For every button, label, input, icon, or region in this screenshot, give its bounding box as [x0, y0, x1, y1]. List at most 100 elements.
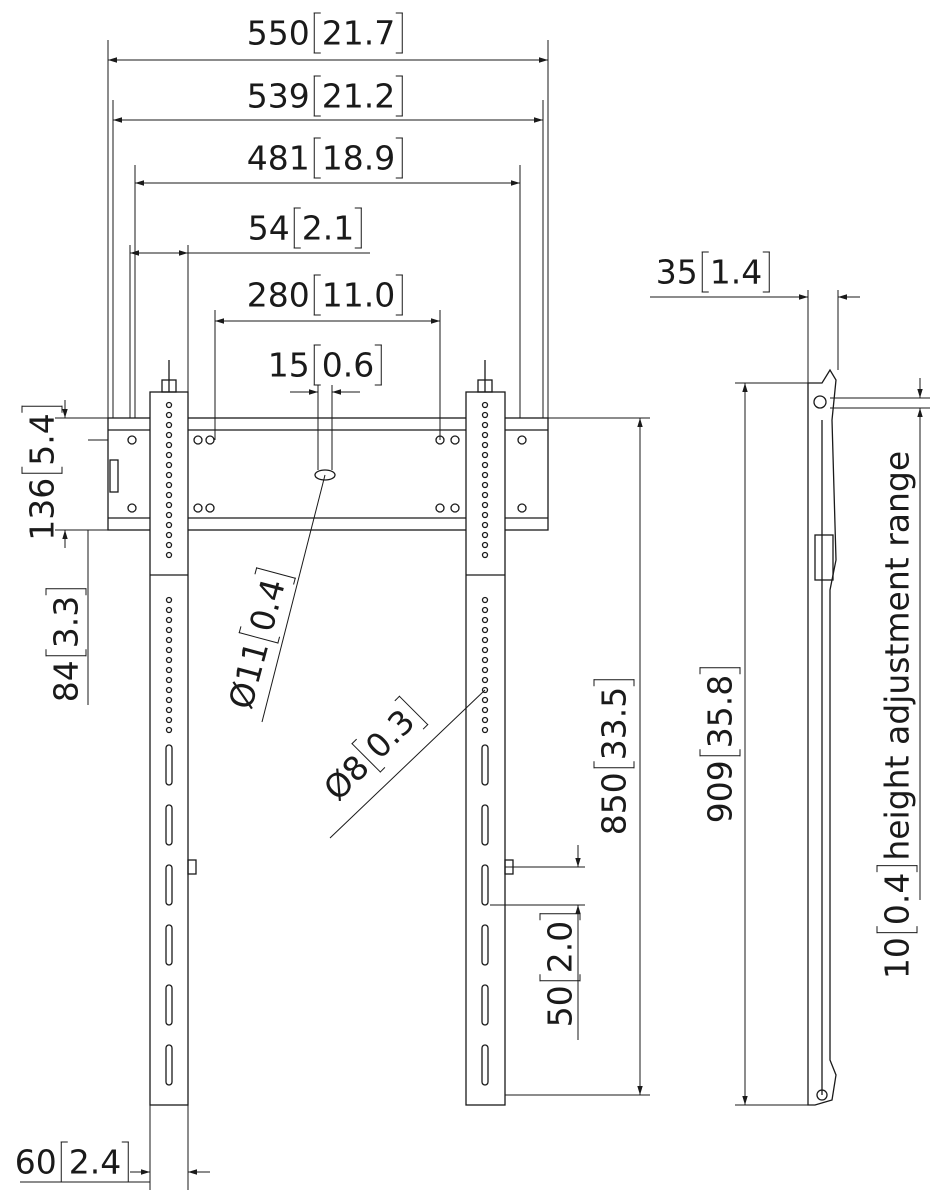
slot — [481, 984, 489, 1026]
dim-value-in: 21.7 — [313, 12, 404, 54]
dim-value-in: 2.4 — [60, 1141, 130, 1183]
dim-value-mm: 850 — [594, 772, 634, 836]
hole — [165, 511, 173, 519]
dim-value-mm: 60 — [14, 1142, 57, 1182]
hole — [165, 491, 173, 499]
hole — [165, 401, 173, 409]
hole — [450, 435, 460, 445]
slot — [481, 744, 489, 786]
hole — [481, 626, 489, 634]
hole — [481, 706, 489, 714]
hole — [165, 421, 173, 429]
hole — [481, 716, 489, 724]
dim-value-mm: 35 — [655, 252, 698, 292]
hole — [517, 435, 527, 445]
hole — [165, 616, 173, 624]
hole — [481, 441, 489, 449]
hole — [127, 503, 137, 513]
dim-84: 843.3 — [46, 588, 86, 703]
dim-value-mm: 136 — [22, 477, 62, 541]
hole — [165, 666, 173, 674]
hole — [481, 646, 489, 654]
hole — [481, 471, 489, 479]
hole — [481, 431, 489, 439]
hole — [165, 726, 173, 734]
hole — [481, 686, 489, 694]
hole — [165, 636, 173, 644]
dim-value-mm: 84 — [46, 660, 86, 703]
dim-909: 90935.8 — [701, 667, 740, 823]
dim-value-in: 1.4 — [701, 251, 771, 293]
hole — [481, 541, 489, 549]
hole — [481, 461, 489, 469]
dim-value-mm: 50 — [540, 985, 580, 1028]
hole — [165, 716, 173, 724]
dim-value-mm: 15 — [267, 345, 310, 385]
hole — [481, 521, 489, 529]
dim-value-in: 0.4 — [878, 865, 917, 933]
hole — [481, 481, 489, 489]
dim-value-in: 18.9 — [313, 137, 404, 179]
hole — [165, 501, 173, 509]
slot — [165, 744, 173, 786]
dim-value-in: 2.0 — [541, 913, 580, 981]
slot — [481, 864, 489, 906]
dim-value-in: 35.8 — [701, 667, 740, 756]
hole — [165, 541, 173, 549]
hole — [165, 696, 173, 704]
holes — [127, 401, 527, 1086]
dim-50: 502.0 — [540, 913, 580, 1028]
hole — [481, 411, 489, 419]
dim-value-in: 33.5 — [595, 679, 634, 768]
hole — [481, 501, 489, 509]
hole — [205, 435, 215, 445]
hole — [481, 491, 489, 499]
hole — [193, 435, 203, 445]
dim-value-mm: 539 — [246, 76, 310, 116]
hole — [165, 596, 173, 604]
hole — [481, 616, 489, 624]
hole — [481, 726, 489, 734]
hole — [481, 511, 489, 519]
hole — [165, 451, 173, 459]
hole — [517, 503, 527, 513]
hole — [481, 666, 489, 674]
hole — [481, 401, 489, 409]
hole — [165, 646, 173, 654]
side-view — [807, 368, 837, 1106]
dim-value-in: 5.4 — [23, 405, 62, 473]
hole — [165, 441, 173, 449]
slot — [481, 804, 489, 846]
slot — [481, 924, 489, 966]
dim-value-mm: 54 — [247, 208, 290, 248]
hole — [481, 606, 489, 614]
dim-value-mm: 280 — [246, 275, 310, 315]
hole — [165, 521, 173, 529]
hole — [165, 411, 173, 419]
hole — [481, 596, 489, 604]
slot — [165, 984, 173, 1026]
hole — [481, 676, 489, 684]
hole — [481, 636, 489, 644]
dim-value-in: 21.2 — [313, 75, 404, 117]
dim-value-mm: 10 — [877, 937, 917, 980]
hole — [165, 706, 173, 714]
hole — [481, 531, 489, 539]
hole — [165, 656, 173, 664]
hole — [165, 431, 173, 439]
dim-label: height adjustment range — [877, 450, 917, 861]
dim-height-adjustment: 10 0.4 height adjustment range — [877, 450, 917, 980]
slot — [165, 1044, 173, 1086]
dim-value-in: 2.1 — [293, 207, 363, 249]
hole — [165, 461, 173, 469]
hole — [481, 656, 489, 664]
hole — [205, 503, 215, 513]
